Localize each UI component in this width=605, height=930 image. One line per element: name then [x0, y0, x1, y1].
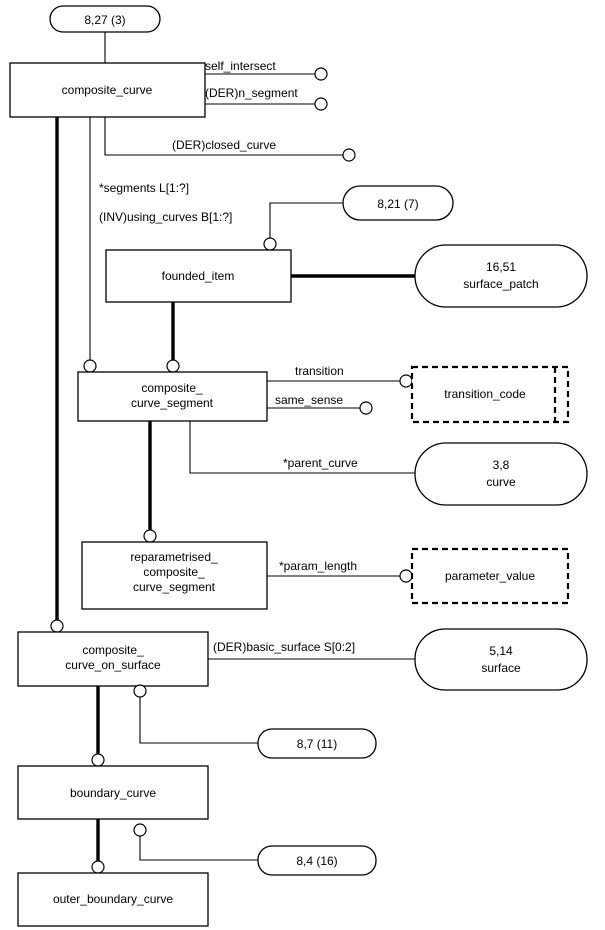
svg-text:composite_: composite_	[143, 565, 205, 579]
attr-same-sense: same_sense	[275, 393, 343, 407]
attr-using-curves: (INV)using_curves B[1:?]	[99, 210, 232, 224]
entity-boundary-curve: boundary_curve	[17, 765, 209, 820]
attr-closed-curve-circle	[342, 148, 356, 162]
entity-reparametrised-composite-curve-segment: reparametrised_ composite_ curve_segment	[81, 541, 268, 610]
svg-text:8,4 (16): 8,4 (16)	[296, 854, 337, 868]
entity-composite-curve-segment: composite_ curve_segment	[77, 371, 268, 422]
attr-closed-curve: (DER)closed_curve	[172, 138, 276, 152]
svg-text:8,21 (7): 8,21 (7)	[377, 197, 418, 211]
outer-supertype-circle	[91, 860, 105, 874]
svg-text:outer_boundary_curve: outer_boundary_curve	[53, 892, 173, 906]
ref-surface-patch: 16,51 surface_patch	[414, 244, 588, 308]
entity-composite-curve-on-surface: composite_ curve_on_surface	[17, 631, 209, 687]
ccs-supertype-circle	[166, 359, 180, 373]
svg-text:composite_: composite_	[82, 643, 144, 657]
ref-surface: 5,14 surface	[414, 628, 588, 691]
svg-text:curve: curve	[486, 475, 516, 489]
svg-text:parameter_value: parameter_value	[445, 569, 535, 583]
svg-text:curve_segment: curve_segment	[133, 580, 216, 594]
ref-8-21: 8,21 (7)	[342, 185, 454, 221]
ref-curve: 3,8 curve	[414, 442, 588, 506]
attr-same-sense-circle	[359, 401, 373, 415]
svg-text:surface_patch: surface_patch	[463, 277, 538, 291]
svg-text:boundary_curve: boundary_curve	[70, 786, 156, 800]
svg-text:3,8: 3,8	[493, 458, 510, 472]
ref-8-27: 8,27 (3)	[49, 5, 161, 33]
type-transition-code: transition_code	[410, 365, 570, 424]
line-ref-8-21	[269, 202, 343, 238]
svg-text:curve_segment: curve_segment	[131, 396, 214, 410]
line-ref-8-4	[139, 825, 258, 861]
entity-outer-boundary-curve: outer_boundary_curve	[17, 872, 209, 927]
entity-composite-curve: composite_curve	[9, 62, 206, 118]
attr-self-intersect-circle	[314, 67, 328, 81]
type-parameter-value: parameter_value	[410, 547, 570, 605]
attr-param-length-circle	[399, 569, 413, 583]
attr-segments: *segments L[1:?]	[99, 181, 189, 195]
segments-circle	[83, 359, 97, 373]
attr-transition-circle	[399, 374, 413, 388]
ref-8-7: 8,7 (11)	[257, 728, 377, 759]
svg-text:transition_code: transition_code	[444, 387, 526, 401]
attr-param-length: *param_length	[279, 559, 357, 573]
attr-n-segment-circle	[314, 97, 328, 111]
svg-text:composite_curve: composite_curve	[62, 83, 153, 97]
attr-n-segment: (DER)n_segment	[205, 86, 298, 100]
ref-8-7-circle	[133, 684, 147, 698]
attr-transition: transition	[295, 364, 344, 378]
entity-founded-item: founded_item	[105, 249, 292, 303]
reparametrised-supertype-circle	[143, 529, 157, 543]
boundary-supertype-circle	[91, 753, 105, 767]
line-parent-curve	[189, 421, 415, 474]
attr-parent-curve: *parent_curve	[283, 456, 358, 470]
attr-self-intersect: self_intersect	[205, 59, 276, 73]
ref-8-21-circle	[263, 237, 277, 251]
svg-text:16,51: 16,51	[486, 260, 516, 274]
svg-text:curve_on_surface: curve_on_surface	[65, 658, 161, 672]
svg-text:surface: surface	[481, 661, 521, 675]
attr-basic-surface: (DER)basic_surface S[0:2]	[213, 640, 355, 654]
svg-text:founded_item: founded_item	[162, 269, 235, 283]
svg-text:5,14: 5,14	[489, 644, 513, 658]
ref-8-4: 8,4 (16)	[257, 845, 377, 876]
ref-8-4-circle	[133, 823, 147, 837]
svg-text:composite_: composite_	[141, 381, 203, 395]
line-ref-8-7	[139, 697, 258, 744]
ccos-supertype-circle	[50, 619, 64, 633]
line-closed-curve	[104, 117, 343, 156]
svg-text:reparametrised_: reparametrised_	[130, 550, 218, 564]
svg-text:8,27 (3): 8,27 (3)	[84, 13, 125, 27]
svg-text:8,7 (11): 8,7 (11)	[297, 737, 337, 751]
